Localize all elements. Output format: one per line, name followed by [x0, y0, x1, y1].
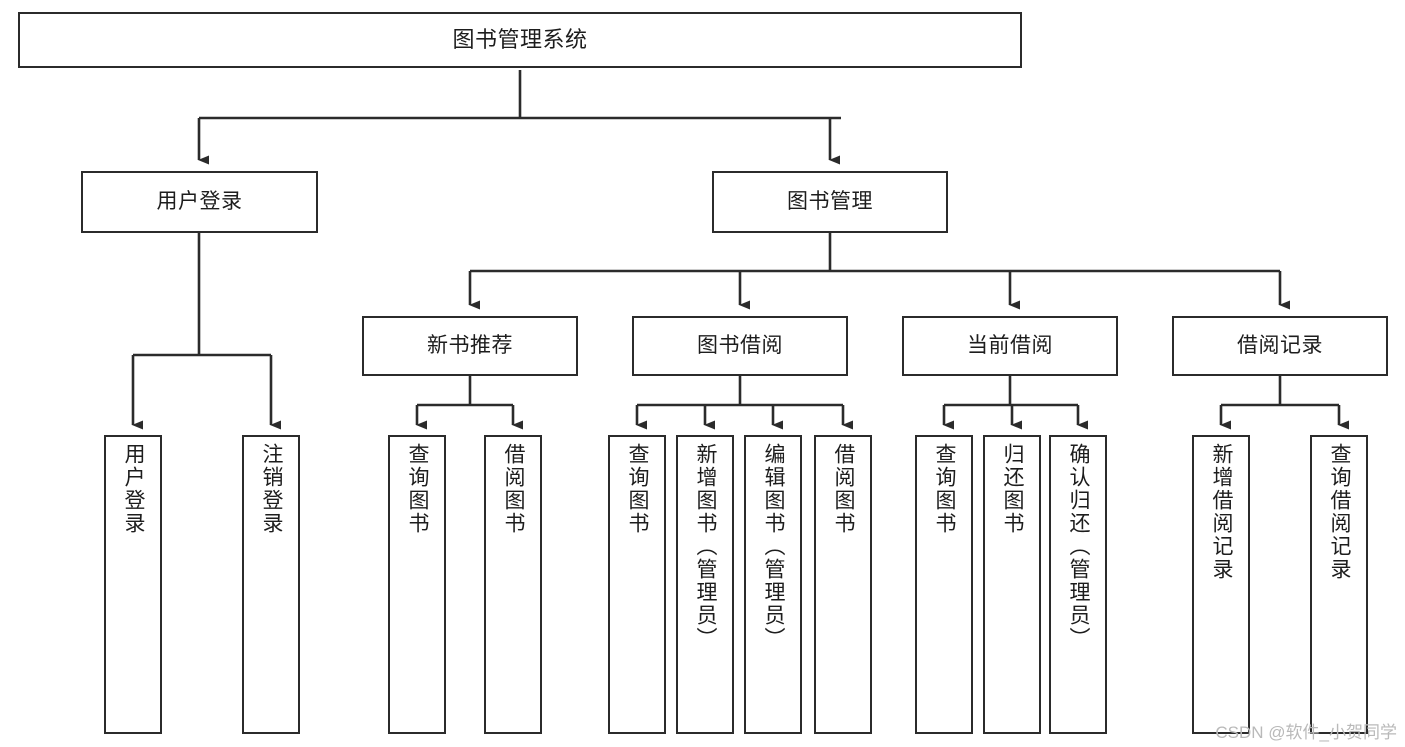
node-leaf-query-book-recommend-label: 查询图书 — [406, 443, 430, 535]
node-leaf-borrow-book-recommend-label: 借阅图书 — [502, 443, 526, 535]
node-leaf-edit-book-label: 编辑图书（管理员） — [762, 443, 786, 650]
node-root-label: 图书管理系统 — [452, 26, 588, 52]
node-book-manage-label: 图书管理 — [787, 189, 873, 213]
node-leaf-return-book-label: 归还图书 — [1001, 443, 1025, 535]
node-leaf-query-borrow-record[interactable]: 查询借阅记录 — [1310, 435, 1368, 734]
node-current-borrow[interactable]: 当前借阅 — [902, 316, 1118, 376]
node-leaf-borrow-book-recommend[interactable]: 借阅图书 — [484, 435, 542, 734]
node-leaf-query-book[interactable]: 查询图书 — [608, 435, 666, 734]
node-book-manage[interactable]: 图书管理 — [712, 171, 948, 233]
node-leaf-user-login-label: 用户登录 — [122, 443, 146, 535]
node-new-book-recommend[interactable]: 新书推荐 — [362, 316, 578, 376]
node-leaf-add-borrow-record[interactable]: 新增借阅记录 — [1192, 435, 1250, 734]
node-leaf-logout[interactable]: 注销登录 — [242, 435, 300, 734]
node-leaf-confirm-return[interactable]: 确认归还（管理员） — [1049, 435, 1107, 734]
node-borrow-record[interactable]: 借阅记录 — [1172, 316, 1388, 376]
node-leaf-return-book[interactable]: 归还图书 — [983, 435, 1041, 734]
node-leaf-borrow-book-label: 借阅图书 — [832, 443, 856, 535]
node-leaf-confirm-return-label: 确认归还（管理员） — [1067, 443, 1091, 650]
node-leaf-edit-book[interactable]: 编辑图书（管理员） — [744, 435, 802, 734]
node-leaf-query-book-current[interactable]: 查询图书 — [915, 435, 973, 734]
node-current-borrow-label: 当前借阅 — [967, 333, 1053, 357]
node-leaf-user-login[interactable]: 用户登录 — [104, 435, 162, 734]
node-user-login[interactable]: 用户登录 — [81, 171, 318, 233]
node-root[interactable]: 图书管理系统 — [18, 12, 1022, 68]
node-leaf-query-book-recommend[interactable]: 查询图书 — [388, 435, 446, 734]
node-user-login-label: 用户登录 — [156, 189, 243, 213]
node-leaf-add-book-label: 新增图书（管理员） — [694, 443, 718, 650]
node-leaf-borrow-book[interactable]: 借阅图书 — [814, 435, 872, 734]
node-leaf-add-borrow-record-label: 新增借阅记录 — [1210, 443, 1234, 581]
node-new-book-recommend-label: 新书推荐 — [427, 333, 513, 357]
node-book-borrow-label: 图书借阅 — [697, 333, 783, 357]
node-book-borrow[interactable]: 图书借阅 — [632, 316, 848, 376]
node-borrow-record-label: 借阅记录 — [1237, 333, 1323, 357]
node-leaf-query-borrow-record-label: 查询借阅记录 — [1328, 443, 1352, 581]
node-leaf-logout-label: 注销登录 — [260, 443, 284, 535]
node-leaf-query-book-current-label: 查询图书 — [933, 443, 957, 535]
node-leaf-query-book-label: 查询图书 — [626, 443, 650, 535]
node-leaf-add-book[interactable]: 新增图书（管理员） — [676, 435, 734, 734]
